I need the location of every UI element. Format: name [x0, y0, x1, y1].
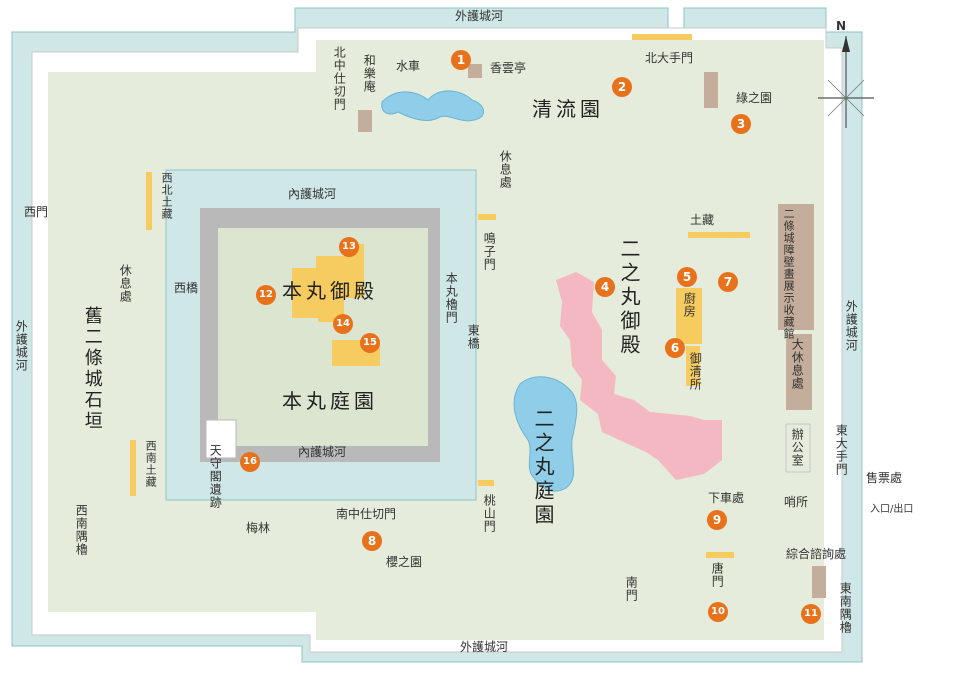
honmaru-ground — [218, 228, 428, 446]
south-nakashikiri-gate: 南中仕切門 — [336, 507, 397, 521]
marker-16[interactable]: 16 — [240, 452, 260, 472]
north-nakashikiri-gate: 北中仕切門 — [332, 46, 347, 111]
marker-14[interactable]: 14 — [333, 314, 353, 334]
gesha-label: 下車處 — [708, 491, 745, 505]
se-yagura-building — [812, 566, 826, 598]
marker-13[interactable]: 13 — [339, 237, 359, 257]
ninomaru-palace — [556, 272, 722, 480]
kara-gate-shape — [706, 552, 734, 558]
marker-5[interactable]: 5 — [677, 267, 697, 287]
ninomaru-goten-label: 二之丸御殿 — [617, 238, 641, 358]
naruko-gate: 鳴子門 — [482, 232, 497, 271]
momoyama-gate: 桃山門 — [482, 494, 497, 533]
ninomaru-teien-label: 二之丸庭園 — [531, 408, 555, 528]
oseisho-label: 御清所 — [688, 352, 703, 391]
marker-8[interactable]: 8 — [362, 531, 382, 551]
suisha-label: 水車 — [396, 59, 421, 73]
old-wall-label: 舊二條城石垣 — [81, 306, 103, 432]
se-yagura-label: 東南隅櫓 — [838, 582, 853, 634]
marker-4[interactable]: 4 — [595, 277, 615, 297]
kitchen-label: 廚房 — [682, 292, 697, 318]
compass-rose — [818, 36, 874, 128]
marker-10[interactable]: 10 — [708, 602, 728, 622]
big-rest-label: 大休息處 — [790, 338, 805, 390]
office-label: 辦公室 — [790, 428, 805, 467]
outer-moat-right-label: 外護城河 — [844, 300, 859, 352]
nw-dozo-label: 西北土藏 — [160, 172, 174, 220]
ninomaru-pond — [513, 376, 578, 492]
sakura-label: 櫻之園 — [386, 555, 423, 569]
honmaru-palace — [292, 244, 364, 322]
ticket-label: 售票處 — [866, 471, 903, 485]
kitchen-building — [676, 288, 702, 344]
big-rest-building — [786, 334, 812, 410]
outer-moat-left-label: 外護城河 — [14, 320, 29, 372]
dozo-north-label: 土藏 — [690, 213, 715, 227]
guard-label: 哨所 — [784, 495, 809, 509]
info-label: 綜合諮詢處 — [786, 547, 847, 561]
kouun-tei-label: 香雲亭 — [490, 61, 527, 75]
marker-11[interactable]: 11 — [801, 604, 821, 624]
south-gate: 南門 — [624, 576, 639, 602]
north-pond — [381, 90, 484, 122]
outer-moat-bottom-label: 外護城河 — [460, 640, 509, 654]
waraku-building — [358, 110, 372, 132]
north-ote-gate: 北大手門 — [645, 51, 694, 65]
marker-3[interactable]: 3 — [731, 114, 751, 134]
honmaru-yagura-gate: 本丸櫓門 — [444, 272, 459, 324]
sw-dozo-shape — [130, 440, 136, 496]
mural-hall-label: 二條城障壁畫展示收藏館 — [782, 208, 796, 340]
marker-2[interactable]: 2 — [612, 77, 632, 97]
marker-1[interactable]: 1 — [451, 50, 471, 70]
west-gate: 西門 — [24, 205, 49, 219]
waraku-an-label: 和樂庵 — [362, 54, 377, 93]
sw-dozo-label: 西南土藏 — [144, 440, 158, 488]
dozo-north-shape — [688, 232, 750, 238]
tenshu-label: 天守閣遺跡 — [208, 444, 223, 509]
east-ote-gate: 東大手門 — [834, 424, 849, 476]
momoyama-gate-shape — [478, 480, 494, 486]
marker-6[interactable]: 6 — [665, 338, 685, 358]
ryokunoen-building — [704, 72, 718, 108]
tenshu-ruins-base — [205, 419, 237, 459]
marker-12[interactable]: 12 — [256, 285, 276, 305]
inner-moat-top-label: 內護城河 — [288, 187, 337, 201]
rest-west-label: 休息處 — [118, 264, 133, 303]
sw-yagura-label: 西南隅櫓 — [74, 504, 89, 556]
compass-n: N — [836, 19, 847, 33]
entrance-label: 入口/出口 — [870, 504, 914, 515]
west-bridge: 西橋 — [174, 281, 199, 295]
outer-moat-top-label: 外護城河 — [455, 9, 504, 23]
baibayashi-label: 梅林 — [246, 521, 271, 535]
ryokunoen-label: 綠之園 — [736, 91, 773, 105]
north-ote-gate-shape — [632, 34, 692, 40]
office-building — [785, 423, 811, 473]
east-bridge: 東橋 — [466, 324, 481, 350]
mural-hall-building — [778, 204, 814, 330]
kara-gate: 唐門 — [710, 562, 725, 588]
honmaru-teien-label: 本丸庭園 — [282, 389, 378, 413]
nw-dozo-shape — [146, 172, 152, 230]
inner-moat-bottom-label: 內護城河 — [298, 445, 347, 459]
honmaru-goten-label: 本丸御殿 — [282, 279, 378, 303]
oseisho-building — [686, 346, 700, 386]
marker-9[interactable]: 9 — [707, 510, 727, 530]
naruko-gate-shape — [478, 214, 496, 220]
marker-7[interactable]: 7 — [718, 272, 738, 292]
rest-north-label: 休息處 — [498, 150, 513, 189]
seiryu-en-label: 清流園 — [532, 97, 604, 121]
kouun-building — [468, 64, 482, 78]
marker-15[interactable]: 15 — [360, 333, 380, 353]
